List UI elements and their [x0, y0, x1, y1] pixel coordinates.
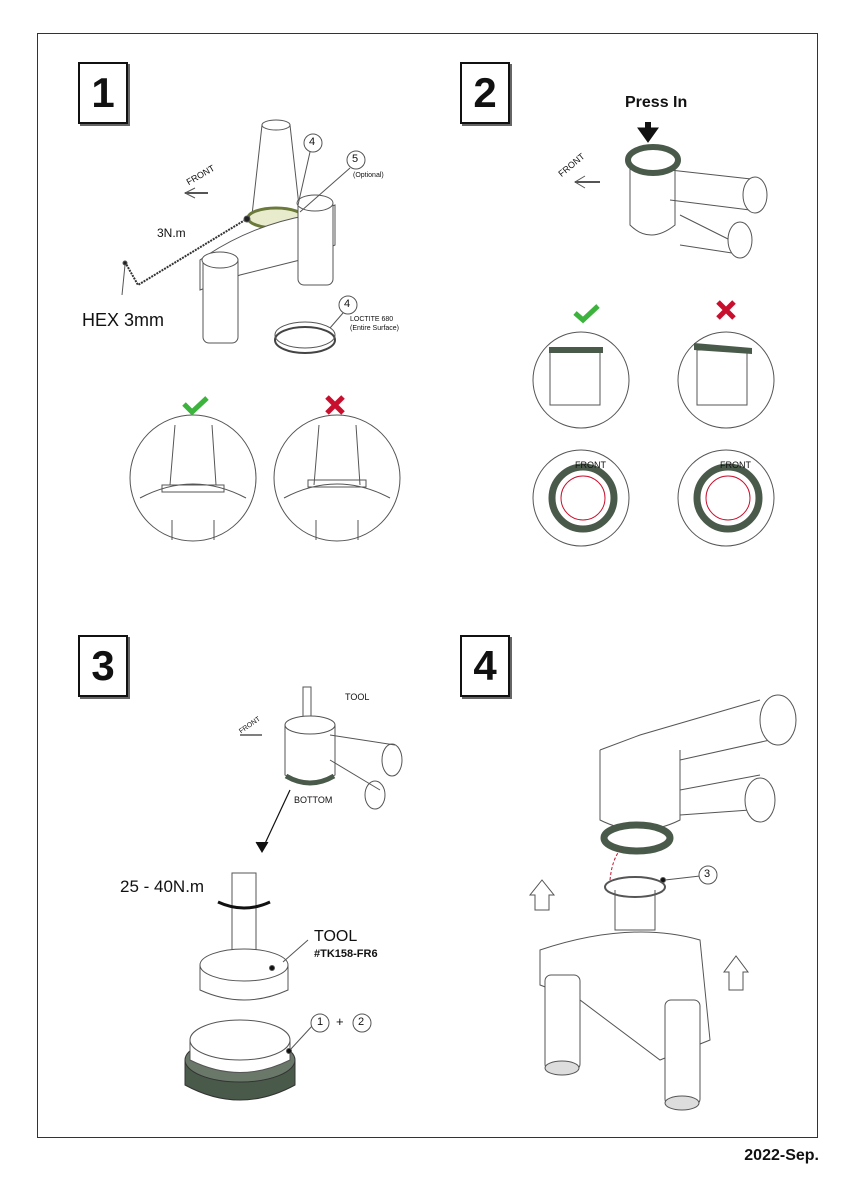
optional-label: (Optional): [353, 172, 384, 179]
bottom-label: BOTTOM: [294, 795, 333, 805]
callout-2: 2: [358, 1016, 365, 1028]
torque-label: 25 - 40N.m: [120, 877, 205, 896]
check-icon: [573, 304, 600, 324]
revision-date: 2022-Sep.: [744, 1147, 819, 1164]
tool-label: TOOL: [314, 928, 358, 945]
callout-3: 3: [704, 868, 711, 880]
cross-icon: [716, 300, 736, 320]
front-ok-label: FRONT: [575, 460, 606, 470]
front-bad-label: FRONT: [720, 460, 751, 470]
callout-4: 4: [309, 136, 316, 148]
loctite-note: (Entire Surface): [350, 325, 400, 332]
tool-top-label: TOOL: [345, 692, 370, 702]
step3-tool-illustration: [184, 686, 403, 1101]
step-number-2: 2: [460, 62, 510, 124]
plus-sign: +: [336, 1014, 344, 1029]
callout-4b: 4: [344, 298, 351, 310]
step4-assembly-illustration: [528, 694, 797, 1111]
step2-frame-illustration: [532, 122, 775, 547]
step-number-3: 3: [78, 635, 128, 697]
torque-label: 3N.m: [157, 226, 186, 240]
cross-icon: [325, 395, 345, 415]
tool-code: #TK158-FR6: [314, 948, 378, 960]
step-number-1: 1: [78, 62, 128, 124]
step1-crown-illustration: [121, 119, 401, 542]
page-frame: [37, 33, 818, 1138]
hex-label: HEX 3mm: [82, 310, 165, 330]
callout-1: 1: [317, 1016, 324, 1028]
check-icon: [182, 396, 209, 416]
press-in-label: Press In: [625, 94, 688, 111]
step-number-4: 4: [460, 635, 510, 697]
callout-5: 5: [352, 153, 359, 165]
loctite-label: LOCTITE 680: [350, 316, 394, 323]
